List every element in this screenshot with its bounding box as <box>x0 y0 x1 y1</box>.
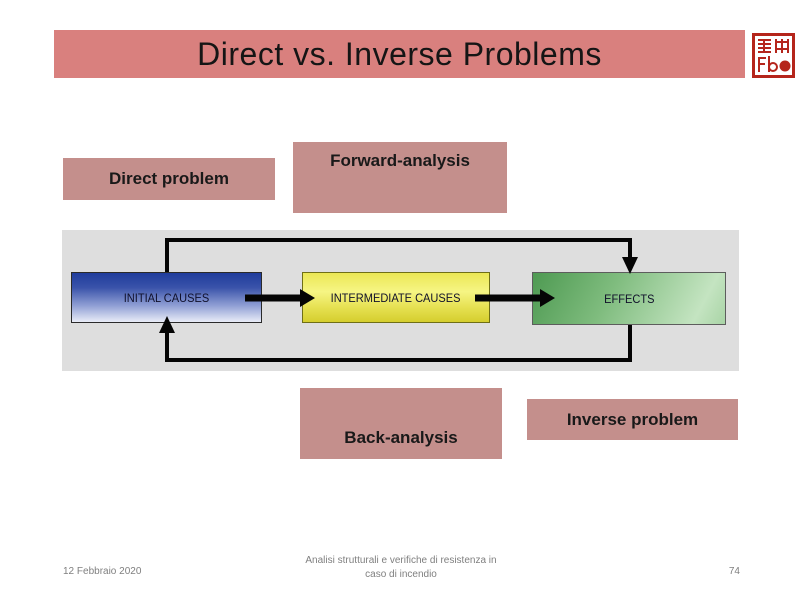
footer-course-line1: Analisi strutturali e verifiche di resis… <box>305 555 497 566</box>
footer-page-number: 74 <box>728 566 740 577</box>
initial-causes-text: INITIAL CAUSES <box>123 290 210 305</box>
effects-text: EFFECTS <box>603 291 655 306</box>
intermediate-causes-text: INTERMEDIATE CAUSES <box>331 290 461 305</box>
slide-title: Direct vs. Inverse Problems <box>197 35 602 72</box>
seal-stamp-logo <box>752 33 795 78</box>
slide-title-bar: Direct vs. Inverse Problems <box>54 30 745 78</box>
diagram-box-initial-causes: INITIAL CAUSES <box>71 272 262 323</box>
label-forward-analysis: Forward-analysis <box>293 142 507 213</box>
chinese-seal-icon <box>752 33 795 78</box>
footer-course-title: Analisi strutturali e verifiche di resis… <box>240 554 562 582</box>
footer-course-line2: caso di incendio <box>365 569 437 580</box>
label-direct-problem: Direct problem <box>63 158 275 200</box>
label-direct-problem-text: Direct problem <box>109 169 229 188</box>
diagram-box-intermediate-causes: INTERMEDIATE CAUSES <box>302 272 490 323</box>
label-back-analysis: Back-analysis <box>300 388 502 459</box>
label-forward-analysis-text: Forward-analysis <box>330 151 470 170</box>
label-inverse-problem-text: Inverse problem <box>566 409 699 429</box>
label-inverse-problem: Inverse problem <box>527 399 738 440</box>
diagram-box-effects: EFFECTS <box>532 272 726 325</box>
footer-date: 12 Febbraio 2020 <box>63 566 142 577</box>
label-back-analysis-text: Back-analysis <box>344 428 458 447</box>
